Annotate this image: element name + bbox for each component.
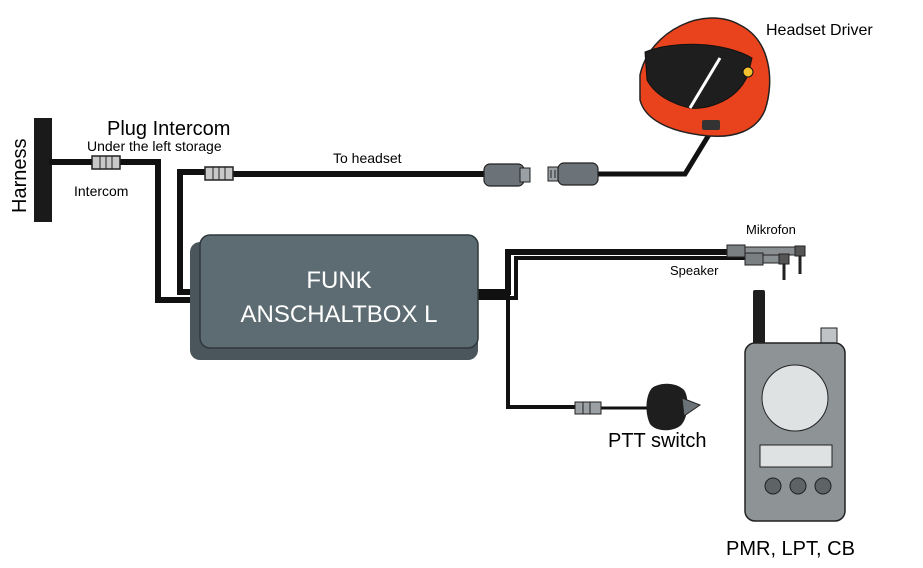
speaker-label: Speaker bbox=[670, 263, 719, 278]
speaker-plug bbox=[744, 252, 790, 280]
mikrofon-label: Mikrofon bbox=[746, 222, 796, 237]
ptt-connector bbox=[574, 401, 602, 415]
helmet-icon bbox=[639, 17, 771, 137]
ptt-switch-label: PTT switch bbox=[608, 430, 707, 452]
under-storage-label: Under the left storage bbox=[87, 138, 222, 154]
harness-label: Harness bbox=[9, 139, 31, 213]
headset-connector-female bbox=[483, 163, 531, 187]
radio-icon bbox=[744, 290, 846, 522]
cables bbox=[49, 129, 747, 410]
radio-types-label: PMR, LPT, CB bbox=[726, 538, 855, 560]
ptt-switch-icon bbox=[646, 383, 702, 431]
headset-driver-label: Headset Driver bbox=[766, 22, 873, 39]
funk-anschaltbox bbox=[190, 234, 479, 360]
harness-bar bbox=[34, 118, 52, 222]
intercom-plug bbox=[91, 155, 121, 170]
headset-connector-male bbox=[547, 162, 599, 186]
intercom-label: Intercom bbox=[74, 183, 128, 199]
to-headset-label: To headset bbox=[333, 150, 402, 166]
headset-plug bbox=[204, 166, 234, 181]
jack-plug-icon bbox=[726, 244, 806, 274]
box-title-line1: FUNK bbox=[306, 267, 371, 294]
plug-intercom-label: Plug Intercom bbox=[107, 118, 230, 140]
box-title-line2: ANSCHALTBOX L bbox=[241, 301, 438, 328]
